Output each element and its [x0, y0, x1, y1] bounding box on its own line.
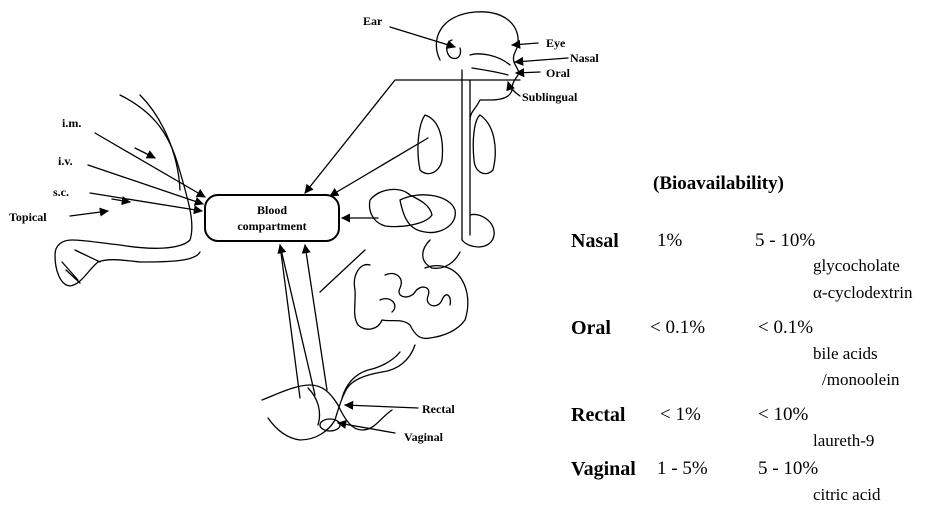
- ear-shape: [447, 40, 461, 58]
- arrow-sc: [90, 193, 202, 211]
- enhancer-nasal-2: α-cyclodextrin: [813, 284, 913, 301]
- pelvis: [262, 385, 392, 440]
- label-oral: Oral: [546, 67, 570, 79]
- enhancer-oral-1: bile acids: [813, 345, 878, 362]
- arm-upper: [140, 95, 180, 190]
- small-intestine: [380, 273, 450, 312]
- arrow-vaginal-up: [280, 245, 315, 395]
- value-nasal-with: 5 - 10%: [755, 231, 815, 250]
- arrow-head-to-blood: [305, 80, 520, 193]
- label-vaginal: Vaginal: [404, 431, 443, 443]
- label-topical: Topical: [9, 211, 47, 223]
- bioavailability-title: (Bioavailability): [653, 173, 784, 195]
- blood-compartment-line1: Blood: [257, 202, 287, 218]
- arrow-im: [95, 133, 205, 197]
- route-rectal: Rectal: [571, 405, 625, 425]
- blood-compartment: Blood compartment: [204, 194, 340, 242]
- lung-left: [418, 115, 443, 174]
- head-outline: [436, 12, 518, 120]
- arrow-intestine-to-blood: [320, 250, 365, 292]
- arrow-im-muscle: [135, 148, 155, 158]
- enhancer-oral-2: /monoolein: [822, 371, 899, 388]
- blood-compartment-line2: compartment: [237, 218, 306, 234]
- arrow-vaginal: [338, 423, 395, 433]
- value-vaginal-without: 1 - 5%: [657, 459, 708, 478]
- arrow-vaginal-line2: [280, 245, 300, 398]
- value-vaginal-with: 5 - 10%: [758, 459, 818, 478]
- enhancer-nasal-1: glycocholate: [813, 257, 900, 274]
- hand-fingers: [62, 250, 100, 283]
- label-rectal: Rectal: [422, 403, 455, 415]
- label-nasal: Nasal: [570, 52, 599, 64]
- enhancer-vaginal-1: citric acid: [813, 486, 881, 503]
- arrow-topical: [70, 211, 108, 216]
- label-sublingual: Sublingual: [522, 91, 577, 103]
- arrow-rectal: [345, 405, 418, 408]
- arrow-eye: [512, 43, 538, 45]
- rectum: [335, 345, 415, 420]
- value-oral-without: < 0.1%: [650, 318, 705, 337]
- route-nasal: Nasal: [571, 231, 619, 251]
- arrow-iv: [88, 165, 203, 204]
- enhancer-rectal-1: laureth-9: [813, 432, 874, 449]
- label-iv: i.v.: [58, 155, 73, 167]
- vaginal-opening: [320, 419, 340, 431]
- value-oral-with: < 0.1%: [758, 318, 813, 337]
- esophagus: [462, 70, 470, 240]
- arrow-oral: [516, 72, 540, 73]
- nasal-cavity: [470, 54, 510, 75]
- arrow-nasal: [515, 58, 568, 62]
- value-rectal-without: < 1%: [660, 405, 701, 424]
- label-ear: Ear: [363, 15, 382, 27]
- arrow-ear: [390, 27, 455, 47]
- route-oral: Oral: [571, 318, 611, 338]
- label-eye: Eye: [546, 37, 565, 49]
- lung-right: [473, 115, 495, 174]
- label-sc: s.c.: [53, 186, 69, 198]
- value-rectal-with: < 10%: [758, 405, 808, 424]
- value-nasal-without: 1%: [657, 231, 682, 250]
- duodenum: [423, 214, 494, 268]
- label-im: i.m.: [62, 117, 81, 129]
- route-vaginal: Vaginal: [571, 459, 636, 479]
- stomach: [400, 195, 455, 233]
- arrow-lung-to-blood: [330, 138, 428, 196]
